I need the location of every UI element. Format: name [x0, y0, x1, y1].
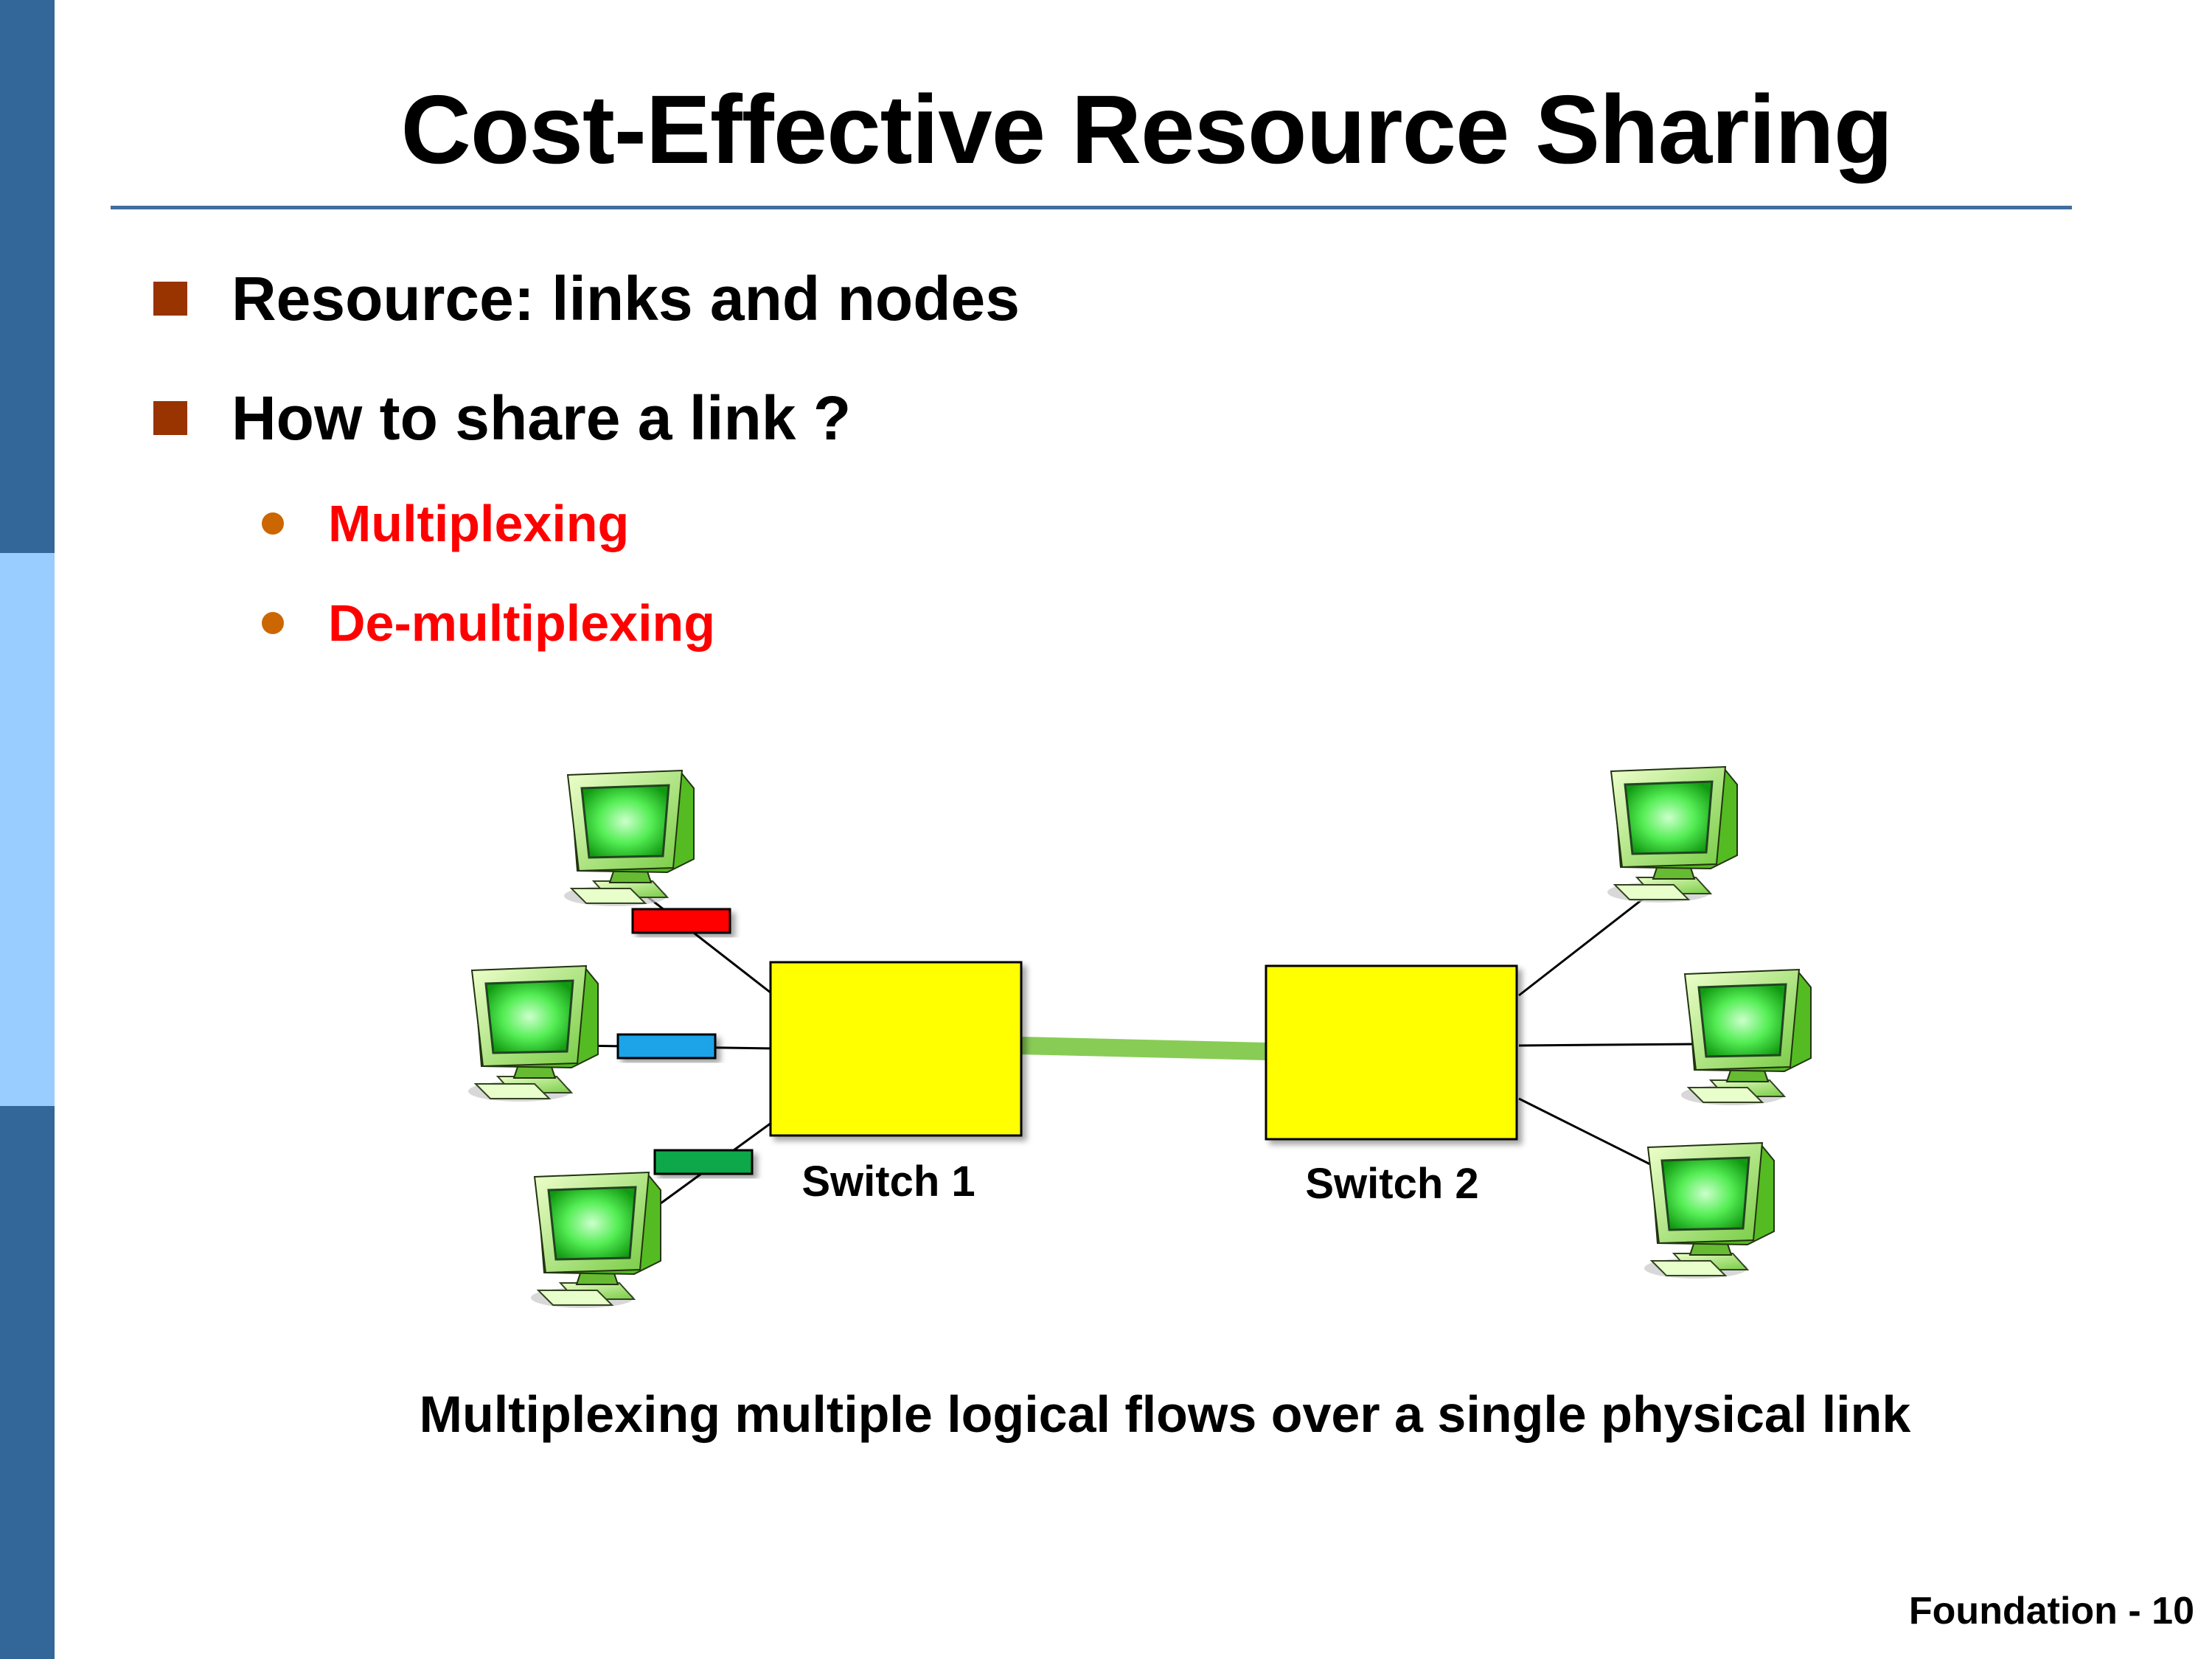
diagram-caption: Multiplexing multiple logical flows over…	[419, 1385, 1911, 1443]
sub-bullet-item: Multiplexing	[262, 487, 629, 560]
bullet-text: How to share a link ?	[232, 383, 852, 453]
computer-icon	[563, 769, 695, 908]
switch-2-box	[1265, 964, 1518, 1141]
slide-title: Cost-Effective Resource Sharing	[400, 74, 1893, 184]
sub-bullet-text: De-multiplexing	[328, 594, 716, 652]
flow-packet-red	[631, 908, 731, 934]
computer-icon	[529, 1171, 662, 1310]
computer-icon	[1606, 765, 1739, 904]
sub-bullet-text: Multiplexing	[328, 495, 630, 552]
physical-link	[1020, 1037, 1267, 1060]
bullet-item: Resource: links and nodes	[153, 258, 1020, 339]
switch-1-label: Switch 1	[801, 1158, 975, 1206]
bullet-text: Resource: links and nodes	[232, 263, 1020, 333]
title-divider	[111, 206, 2072, 209]
round-bullet-icon	[262, 512, 284, 535]
slide-footer: Foundation - 10	[1908, 1590, 2194, 1632]
sidebar-accent-top	[0, 0, 55, 553]
flow-packet-blue	[616, 1033, 717, 1060]
switch-1-box	[769, 961, 1023, 1137]
square-bullet-icon	[153, 282, 187, 316]
sub-bullet-item: De-multiplexing	[262, 586, 715, 660]
bullet-item: How to share a link ?	[153, 378, 851, 459]
computer-icon	[467, 964, 599, 1103]
square-bullet-icon	[153, 401, 187, 435]
computer-icon	[1643, 1141, 1775, 1280]
sidebar-accent-bottom	[0, 1106, 55, 1659]
sidebar-accent-middle	[0, 553, 55, 1106]
switch-2-label: Switch 2	[1305, 1160, 1478, 1208]
round-bullet-icon	[262, 612, 284, 634]
flow-packet-green	[653, 1149, 754, 1175]
computer-icon	[1680, 968, 1812, 1107]
